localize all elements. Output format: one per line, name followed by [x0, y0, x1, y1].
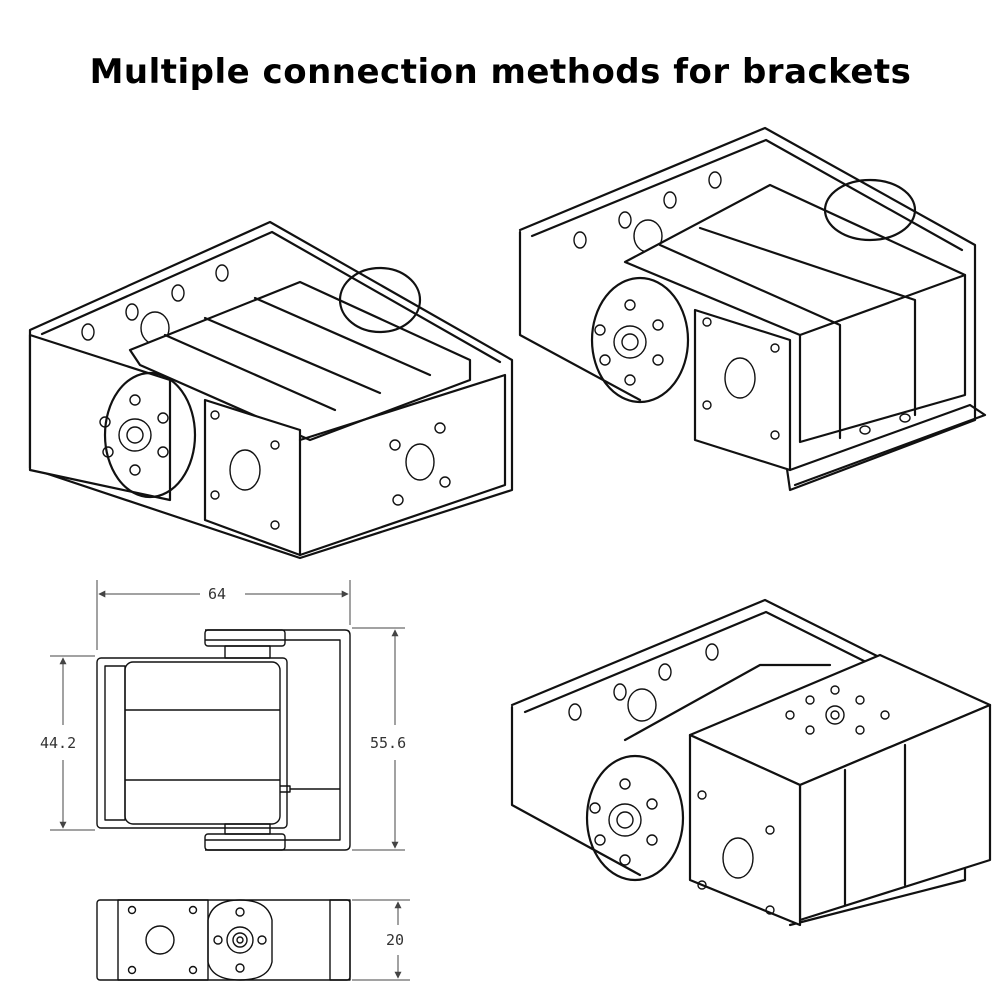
- dimension-drawing-top-view: [50, 580, 405, 851]
- page-title: Multiple connection methods for brackets: [89, 52, 912, 92]
- dimension-depth-label: 20: [384, 931, 407, 949]
- dimension-drawing-side-view: [96, 899, 410, 981]
- dimension-outer-height-label: 55.6: [368, 734, 409, 752]
- dimension-width-label: 64: [206, 585, 229, 603]
- bracket-assembly-stacked: [510, 598, 992, 927]
- bracket-assembly-vertical: [518, 126, 987, 492]
- dimension-inner-height-label: 44.2: [38, 734, 79, 752]
- bracket-assembly-horizontal: [28, 220, 514, 560]
